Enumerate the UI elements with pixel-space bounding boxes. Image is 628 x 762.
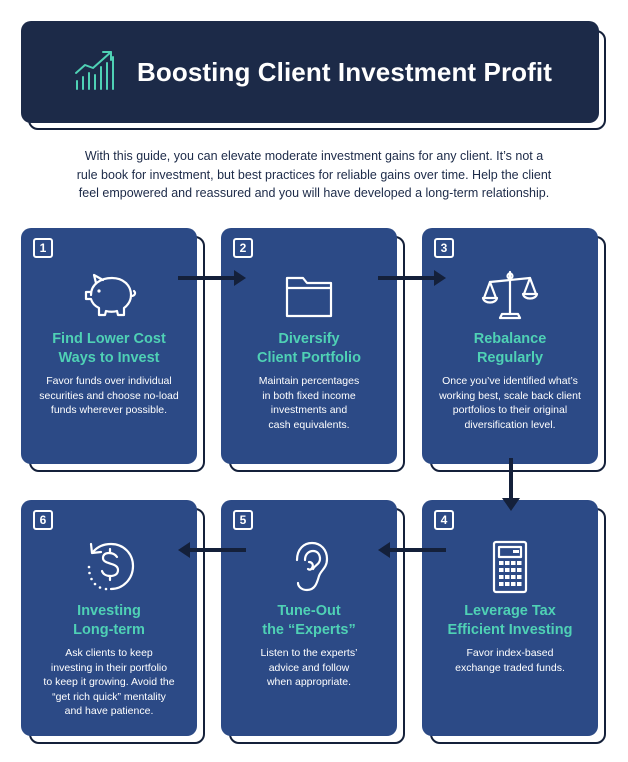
step-number: 3 <box>434 238 454 258</box>
step-text-line: investing in their portfolio <box>50 661 168 674</box>
growth-chart-icon <box>75 51 114 90</box>
step-text-line: Favor index-based <box>466 647 554 659</box>
intro-paragraph: With this guide, you can elevate moderat… <box>60 147 568 203</box>
card-body: 5 Tune-Out the “Experts” Listen to the e… <box>221 500 397 736</box>
step-number: 6 <box>33 510 53 530</box>
step-number: 2 <box>233 238 253 258</box>
step-card-1: 1 Find Lower Cost Ways to Invest Favor f… <box>21 228 205 472</box>
piggy-bank-icon <box>84 273 137 317</box>
step-title-line: Leverage Tax <box>464 603 556 619</box>
ear-icon <box>295 541 329 592</box>
step-text-line: exchange traded funds. <box>455 661 565 674</box>
step-title-line: Investing <box>77 603 141 619</box>
step-text-line: cash equivalents. <box>268 418 350 431</box>
step-text-line: funds wherever possible. <box>50 404 168 416</box>
step-number: 1 <box>33 238 53 258</box>
step-title: Tune-Out the “Experts” <box>227 602 391 640</box>
card-body: 2 Diversify Client Portfolio Maintain pe… <box>221 228 397 464</box>
intro-line: feel empowered and reassured and you wil… <box>78 186 550 200</box>
calculator-icon <box>492 540 528 594</box>
step-text-line: “get rich quick” mentality <box>52 690 166 703</box>
card-body: 3 Rebalance Regularly Once you’ve identi… <box>422 228 598 464</box>
step-text-line: working best, scale back client <box>439 389 581 402</box>
arrow-step4-to-step5 <box>378 542 446 558</box>
arrow-step3-to-step4 <box>502 458 520 511</box>
step-number: 5 <box>233 510 253 530</box>
step-title-line: Client Portfolio <box>257 350 361 366</box>
step-description: Favor funds over individual securities a… <box>31 374 187 418</box>
step-text-line: when appropriate. <box>266 676 352 688</box>
step-text-line: Listen to the experts’ <box>260 647 358 659</box>
step-card-2: 2 Diversify Client Portfolio Maintain pe… <box>221 228 405 472</box>
arrow-step5-to-step6 <box>178 542 246 558</box>
step-card-6: 6 Investing Long-term Ask clients to kee… <box>21 500 205 744</box>
balance-scale-icon <box>481 270 539 320</box>
card-body: 4 Leverage Tax Efficient Investing Favor… <box>422 500 598 736</box>
step-text-line: to keep it growing. Avoid the <box>43 676 175 688</box>
page-title: Boosting Client Investment Profit <box>137 56 552 87</box>
step-text-line: Maintain percentages <box>258 375 360 387</box>
step-title: Investing Long-term <box>27 602 191 640</box>
step-description: Ask clients to keep investing in their p… <box>31 646 187 719</box>
step-description: Maintain percentages in both fixed incom… <box>231 374 387 432</box>
step-title-line: Rebalance <box>473 331 547 347</box>
step-text-line: Favor funds over individual <box>46 375 172 387</box>
step-description: Favor index-based exchange traded funds. <box>432 646 588 675</box>
step-text-line: Once you’ve identified what’s <box>442 375 578 387</box>
step-title-line: Long-term <box>73 622 145 638</box>
card-body: 1 Find Lower Cost Ways to Invest Favor f… <box>21 228 197 464</box>
step-text-line: diversification level. <box>464 418 556 431</box>
step-text-line: investments and <box>270 404 348 416</box>
step-number: 4 <box>434 510 454 530</box>
card-body: 6 Investing Long-term Ask clients to kee… <box>21 500 197 736</box>
step-text-line: and have patience. <box>64 705 154 717</box>
step-text-line: portfolios to their original <box>452 404 568 416</box>
step-title: Leverage Tax Efficient Investing <box>428 602 592 640</box>
folder-icon <box>285 276 333 318</box>
intro-line: rule book for investment, but best pract… <box>76 167 552 182</box>
step-title-line: Regularly <box>476 350 544 366</box>
step-title-line: Find Lower Cost <box>52 331 166 347</box>
step-text-line: in both fixed income <box>262 389 356 402</box>
step-text-line: Ask clients to keep <box>65 647 153 659</box>
step-title-line: Ways to Invest <box>58 350 160 366</box>
step-title-line: Diversify <box>278 331 340 347</box>
step-title-line: the “Experts” <box>262 622 356 638</box>
step-text-line: advice and follow <box>268 661 350 674</box>
step-card-5: 5 Tune-Out the “Experts” Listen to the e… <box>221 500 405 744</box>
step-title-line: Efficient Investing <box>447 622 573 638</box>
intro-line: With this guide, you can elevate moderat… <box>84 149 544 163</box>
step-title: Diversify Client Portfolio <box>227 330 391 368</box>
step-title: Find Lower Cost Ways to Invest <box>27 330 191 368</box>
step-title: Rebalance Regularly <box>428 330 592 368</box>
arrow-step1-to-step2 <box>178 270 246 286</box>
arrow-step2-to-step3 <box>378 270 446 286</box>
step-description: Listen to the experts’ advice and follow… <box>231 646 387 690</box>
step-card-4: 4 Leverage Tax Efficient Investing Favor… <box>422 500 606 744</box>
header-banner: Boosting Client Investment Profit <box>21 21 599 123</box>
dollar-cycle-icon <box>87 542 135 591</box>
step-text-line: securities and choose no-load <box>39 389 179 402</box>
step-card-3: 3 Rebalance Regularly Once you’ve identi… <box>422 228 606 472</box>
step-title-line: Tune-Out <box>277 603 341 619</box>
step-description: Once you’ve identified what’s working be… <box>432 374 588 432</box>
